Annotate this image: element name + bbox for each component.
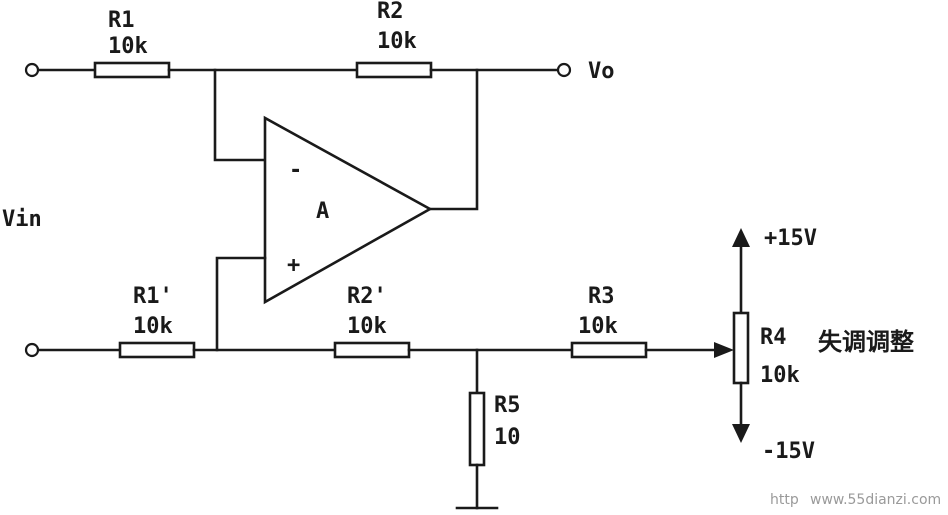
resistor-r1 bbox=[93, 61, 171, 79]
label-r4-value: 10k bbox=[760, 363, 800, 388]
wiper-arrow bbox=[714, 342, 734, 358]
opamp-label: A bbox=[316, 199, 329, 224]
label-r1p-name: R1' bbox=[133, 284, 173, 309]
label-vin: Vin bbox=[2, 207, 42, 232]
potentiometer-r4 bbox=[732, 311, 750, 385]
terminal-vo bbox=[556, 62, 572, 78]
opamp-triangle bbox=[263, 115, 433, 305]
watermark-prefix: http bbox=[770, 492, 799, 508]
label-supply-neg: -15V bbox=[762, 439, 815, 464]
terminal-vin-top bbox=[24, 62, 40, 78]
label-r2p-name: R2' bbox=[347, 284, 387, 309]
label-r2p-value: 10k bbox=[347, 314, 387, 339]
label-r1-value: 10k bbox=[108, 34, 148, 59]
watermark: www.55dianzi.com bbox=[810, 492, 941, 508]
terminal-vin-bottom bbox=[24, 342, 40, 358]
resistor-r5 bbox=[468, 391, 486, 467]
wire-inverting-input bbox=[213, 68, 267, 162]
label-r2-name: R2 bbox=[377, 0, 404, 24]
arrow-down-icon bbox=[732, 424, 750, 443]
label-r3-name: R3 bbox=[588, 284, 615, 309]
opamp-plus-sign: + bbox=[287, 253, 300, 278]
label-r3-value: 10k bbox=[578, 314, 618, 339]
opamp-minus-sign: - bbox=[289, 158, 302, 183]
label-r4-name: R4 bbox=[760, 325, 787, 350]
label-offset-adjust: 失调调整 bbox=[818, 328, 914, 356]
label-r1-name: R1 bbox=[108, 8, 135, 33]
label-r5-value: 10 bbox=[494, 425, 521, 450]
wire-noninverting-input bbox=[215, 256, 267, 352]
label-r2-value: 10k bbox=[377, 29, 417, 54]
label-supply-pos: +15V bbox=[764, 226, 817, 251]
label-r5-name: R5 bbox=[494, 393, 521, 418]
resistor-r2-prime bbox=[333, 341, 411, 359]
arrow-up-icon bbox=[732, 228, 750, 247]
resistor-r1-prime bbox=[118, 341, 196, 359]
label-vo: Vo bbox=[588, 59, 615, 84]
label-r1p-value: 10k bbox=[133, 314, 173, 339]
resistor-r2 bbox=[355, 61, 433, 79]
resistor-r3 bbox=[570, 341, 648, 359]
wire-feedback bbox=[428, 68, 479, 211]
